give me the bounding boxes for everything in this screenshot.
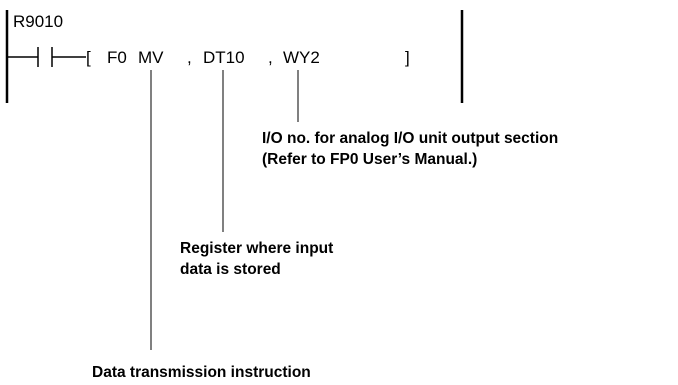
annotation-output-line-2: (Refer to FP0 User’s Manual.): [262, 151, 477, 168]
annotation-instruction-desc: Data transmission instruction: [92, 364, 311, 381]
instruction-left-bracket: [: [86, 48, 91, 67]
instruction-name: MV: [138, 48, 164, 67]
annotation-register-line-1: Register where input: [180, 240, 333, 257]
instruction-separator-2: ,: [268, 48, 273, 67]
annotation-register-line-2: data is stored: [180, 261, 281, 278]
instruction-code: F0: [107, 48, 127, 67]
instruction-source-operand: DT10: [203, 48, 245, 67]
instruction-right-bracket: ]: [405, 48, 410, 67]
instruction-dest-operand: WY2: [283, 48, 320, 67]
contact-label: R9010: [13, 12, 63, 31]
annotation-output-line-1: I/O no. for analog I/O unit output secti…: [262, 130, 558, 147]
instruction-separator-1: ,: [187, 48, 192, 67]
